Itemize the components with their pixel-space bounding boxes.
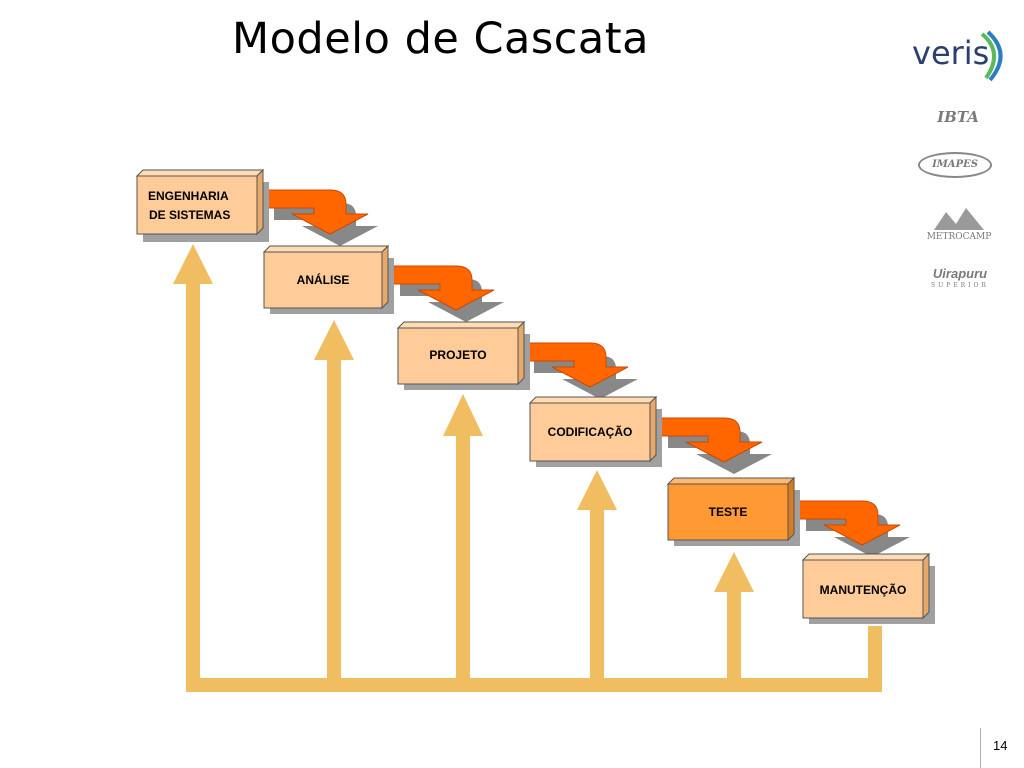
flow-arrow-4 <box>655 417 772 474</box>
feedback-arrow-engenharia <box>173 244 213 686</box>
flow-arrow-2 <box>387 265 504 322</box>
phase-box-engenharia: ENGENHARIA DE SISTEMAS <box>135 168 269 242</box>
veris-arc-icon <box>980 30 1003 82</box>
flow-arrow-1 <box>261 189 378 246</box>
imapes-logo: IMAPES <box>918 152 992 178</box>
metrocamp-logo: METROCAMP <box>926 232 992 242</box>
phase-box-manutencao: MANUTENÇÃO <box>801 552 935 624</box>
feedback-arrow-analise <box>314 320 354 686</box>
feedback-arrow-codificacao <box>577 470 617 686</box>
flow-arrow-3 <box>521 342 638 399</box>
phase-label-engenharia-line1: ENGENHARIA <box>148 189 229 203</box>
uirapuru-logo-subtitle: SUPERIOR <box>931 282 989 289</box>
page-number: 14 <box>993 738 1008 753</box>
footer-divider <box>980 728 981 768</box>
phase-box-analise: ANÁLISE <box>262 244 394 314</box>
uirapuru-logo: Uirapuru <box>932 266 988 281</box>
veris-logo-text: veris <box>912 34 990 72</box>
phase-label-manutencao: MANUTENÇÃO <box>820 582 907 597</box>
feedback-connector <box>868 626 882 692</box>
phase-label-projeto: PROJETO <box>429 348 486 362</box>
phase-box-teste: TESTE <box>666 476 800 546</box>
feedback-arrow-projeto <box>443 394 483 686</box>
feedback-arrow-teste <box>714 552 754 686</box>
veris-logo: veris <box>908 22 1004 86</box>
phase-label-engenharia-line2: DE SISTEMAS <box>149 208 230 222</box>
phase-box-codificacao: CODIFICAÇÃO <box>528 395 662 467</box>
phase-label-teste: TESTE <box>709 505 748 519</box>
phase-label-analise: ANÁLISE <box>297 272 350 287</box>
feedback-base-bar <box>186 678 882 692</box>
phase-label-codificacao: CODIFICAÇÃO <box>548 424 633 439</box>
flow-arrow-5 <box>793 500 910 557</box>
ibta-logo: IBTA <box>937 108 979 126</box>
metrocamp-logo-icon <box>934 208 984 230</box>
slide-title: Modelo de Cascata <box>232 14 649 64</box>
phase-box-projeto: PROJETO <box>396 320 530 390</box>
